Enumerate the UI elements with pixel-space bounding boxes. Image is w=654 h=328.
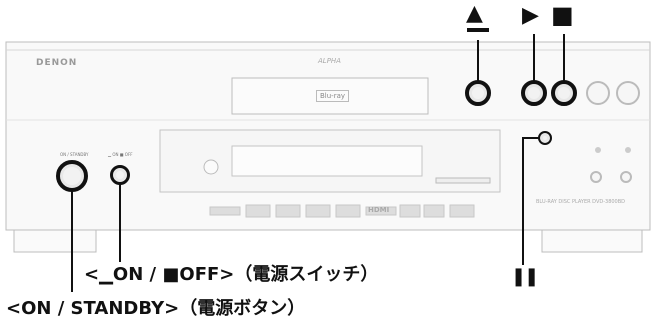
- pause-button[interactable]: [538, 131, 552, 145]
- on-standby-label: ON / STANDBY: [60, 152, 89, 157]
- pause-leader-line: [522, 137, 540, 139]
- eject-underline: [467, 28, 489, 32]
- pause-symbol: ❚❚: [511, 266, 539, 287]
- right-button-1: [595, 147, 601, 153]
- small-button-1[interactable]: [590, 171, 602, 183]
- power-switch-button[interactable]: [110, 165, 130, 185]
- right-foot: [541, 227, 643, 253]
- stop-leader-line: [563, 34, 565, 82]
- skip-back-button[interactable]: [586, 81, 610, 105]
- skip-forward-button[interactable]: [616, 81, 640, 105]
- power-button-leader-line: [71, 190, 73, 292]
- eject-leader-line: [477, 40, 479, 82]
- small-button-2[interactable]: [620, 171, 632, 183]
- format-logo-strip: [209, 204, 475, 218]
- stop-symbol: ■: [551, 1, 574, 29]
- power-switch-leader-line: [119, 184, 121, 262]
- eject-button[interactable]: [465, 80, 491, 106]
- power-switch-label: <▁ON / ■OFF>（電源スイッチ）: [84, 264, 379, 285]
- pause-leader-vertical: [522, 137, 524, 265]
- model-label: BLU-RAY DISC PLAYER DVD-3800BD: [536, 199, 626, 205]
- right-button-2: [625, 147, 631, 153]
- play-button[interactable]: [521, 80, 547, 106]
- play-symbol: ▶: [522, 3, 539, 28]
- center-logo: ALPHA: [318, 57, 341, 65]
- hdmi-logo: HDMI: [368, 206, 390, 214]
- left-foot: [13, 227, 97, 253]
- brand-logo: DENON: [36, 58, 78, 68]
- on-off-label: ▁ ON ■ OFF: [108, 152, 133, 157]
- stop-button[interactable]: [551, 80, 577, 106]
- ir-sensor: [203, 159, 219, 175]
- card-slot: [435, 177, 491, 184]
- power-button-label: <ON / STANDBY>（電源ボタン）: [6, 298, 306, 319]
- on-standby-button[interactable]: [56, 160, 88, 192]
- display-window: [231, 145, 423, 177]
- eject-symbol: ▲: [466, 1, 483, 26]
- play-leader-line: [533, 34, 535, 82]
- disc-logo: Blu-ray: [316, 90, 350, 102]
- disc-tray: [231, 77, 429, 115]
